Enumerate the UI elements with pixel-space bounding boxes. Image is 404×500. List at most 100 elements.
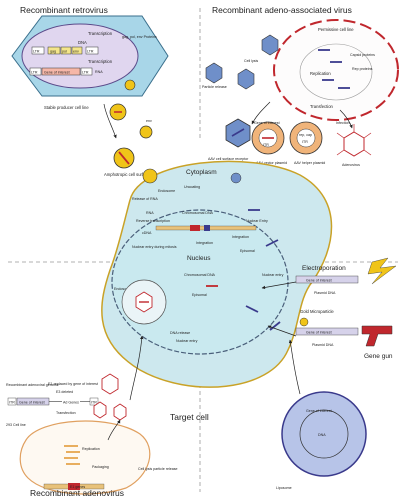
adeno-e1-label: E1-replaced by gene of interest bbox=[48, 382, 98, 386]
cytoplasm-label: Cytoplasm bbox=[186, 169, 217, 176]
retro-env: env bbox=[73, 50, 79, 54]
aav-rep-proteins-label: Rep proteins bbox=[352, 67, 373, 71]
retro-gene-of-interest: Gene of interest bbox=[44, 71, 70, 75]
liposome-label: Liposome bbox=[276, 486, 292, 490]
retro-entering-virion bbox=[113, 147, 135, 169]
aav-title: Recombinant adeno-associated virus bbox=[212, 5, 352, 15]
target-cell: Cytoplasm Nucleus Uncoating Endosome Rel… bbox=[101, 160, 333, 422]
retro-env-label: env bbox=[146, 119, 152, 123]
reverse-transcription-label: Reverse transcription bbox=[136, 219, 170, 223]
retro-ltr-3: LTR bbox=[31, 71, 38, 75]
aav-vector-plasmid-label: AAV vector plasmid bbox=[256, 161, 287, 165]
retro-stable-line: Stable producer cell line bbox=[44, 105, 89, 110]
genegun-plasmid-label: Plasmid DNA bbox=[312, 343, 334, 347]
retro-dna-label: DNA bbox=[78, 40, 87, 45]
retro-ltr-1: LTR bbox=[33, 50, 40, 54]
adeno-title: Recombinant adenovirus bbox=[30, 488, 124, 498]
aav-particle-release-label: Particle release bbox=[202, 85, 227, 89]
nuclear-entry-3-label: Nuclear entry bbox=[262, 273, 284, 277]
aav-replication-label: Replication bbox=[310, 71, 331, 76]
aav-receptor-label: AAV cell surface receptor bbox=[208, 157, 249, 161]
cell-rna-label: RNA bbox=[146, 211, 154, 215]
aav-itr-label: ITR bbox=[263, 143, 269, 147]
aav-transfection-label: Transfection bbox=[310, 104, 334, 109]
chromosomal-dna-label: Chromosomal DNA bbox=[182, 211, 214, 215]
retro-proteins-label: gag, pol, env Proteins bbox=[122, 35, 157, 39]
liposome-dna-label: DNA bbox=[318, 433, 326, 437]
gene-gun-title: Gene gun bbox=[364, 353, 393, 360]
integration-label: Integration bbox=[196, 241, 213, 245]
adeno-genome-label: Recombinant adenoviral genome bbox=[6, 383, 59, 387]
retro-budding-virion bbox=[124, 79, 136, 91]
retro-amphotropic-label: Amphotropic cell surface receptor bbox=[104, 172, 167, 177]
genegun-gene-label: Gene of interest bbox=[306, 331, 332, 335]
episomal-label: Episomal bbox=[240, 249, 255, 253]
aav-itr-label-2: ITR bbox=[302, 140, 308, 144]
adeno-cell-line-label: 293 Cell line bbox=[6, 423, 26, 427]
aav-released-particles bbox=[205, 34, 279, 148]
nucleus-label: Nucleus bbox=[187, 255, 211, 262]
cdna-label: cDNA bbox=[142, 231, 152, 235]
adeno-ad-genes-label: Ad Genes bbox=[63, 401, 79, 405]
nuclear-entry-mitosis-label: Nuclear entry during mitosis bbox=[132, 245, 177, 249]
release-rna-label: Release of RNA bbox=[132, 197, 158, 201]
aav-permissive-cell bbox=[273, 19, 399, 121]
chromosomal-dna-strand bbox=[155, 225, 257, 231]
adeno-packaging-label: Packaging bbox=[92, 465, 109, 469]
retro-transcription-label: Transcription bbox=[88, 31, 113, 36]
liposome-gene-label: Gene of interest bbox=[306, 409, 332, 413]
adeno-transfection-label: Transfection bbox=[56, 411, 76, 415]
aav-gene-label: Gene of interest bbox=[254, 121, 280, 125]
integration-label-2: Integration bbox=[232, 235, 249, 239]
adenovirus-label: Adenovirus bbox=[342, 163, 360, 167]
aav-section: Recombinant adeno-associated virus Permi… bbox=[202, 5, 399, 167]
endosome-label: Endosome bbox=[158, 189, 175, 193]
aav-rep-cap-label: rep, cap bbox=[299, 133, 312, 137]
episomal-2-label: Episomal bbox=[192, 293, 207, 297]
adenovirus-section: Recombinant adenoviral genome E1-replace… bbox=[6, 373, 178, 498]
adeno-in-endosome bbox=[121, 279, 167, 325]
adeno-293-cell bbox=[19, 420, 151, 495]
electro-plasmid-label: Plasmid DNA bbox=[314, 291, 336, 295]
retro-ltr-2: LTR bbox=[87, 50, 94, 54]
target-cell-title: Target cell bbox=[170, 412, 209, 422]
aav-capsid-label: Capsid proteins bbox=[350, 53, 375, 57]
retro-ltr-4: LTR bbox=[82, 71, 89, 75]
retro-pol: pol bbox=[62, 50, 67, 54]
lightning-bolt-icon bbox=[367, 257, 397, 285]
chromosomal-dna-2-label: Chromosomal DNA bbox=[184, 273, 216, 277]
retro-transcription-label-2: Transcription bbox=[88, 59, 113, 64]
adeno-particles bbox=[93, 373, 127, 421]
nuclear-entry-2-label: Nuclear entry bbox=[176, 339, 198, 343]
adeno-itr-1: ITR bbox=[9, 401, 15, 405]
retro-nucleus bbox=[21, 23, 139, 89]
aav-nucleus bbox=[299, 43, 373, 101]
retro-virions bbox=[109, 103, 153, 139]
aav-helper-plasmid bbox=[289, 121, 323, 155]
adeno-gene-label: Gene of interest bbox=[19, 401, 45, 405]
aav-vector-plasmid bbox=[251, 121, 285, 155]
aav-helper-plasmid-label: AAV helper plasmid bbox=[294, 161, 325, 165]
adeno-e1-genes-label: E1 genes bbox=[70, 485, 85, 489]
nuclear-entry-label: Nuclear Entry bbox=[246, 219, 268, 223]
retro-title: Recombinant retrovirus bbox=[20, 5, 108, 15]
uncoating-label: Uncoating bbox=[184, 185, 200, 189]
adeno-replication-label: Replication bbox=[82, 447, 100, 451]
adenovirus-particle bbox=[336, 124, 372, 157]
cell-vectors bbox=[142, 168, 281, 331]
dna-release-label: DNA release bbox=[170, 331, 190, 335]
electro-gene-label: Gene of interest bbox=[306, 279, 332, 283]
aav-permissive-label: Permissive cell line bbox=[318, 27, 354, 32]
electroporation-section: Electroporation Gene of interest Plasmid… bbox=[295, 257, 397, 295]
gene-gun-icon bbox=[361, 325, 393, 347]
electroporation-title: Electroporation bbox=[302, 265, 346, 272]
aav-infection-label: Infection bbox=[336, 121, 350, 125]
adeno-itr-2: ITR bbox=[91, 401, 97, 405]
gold-microparticle-label: Gold Microparticle bbox=[300, 309, 334, 314]
retro-rna-label: RNA bbox=[95, 70, 103, 74]
aav-cell-lysis-label: Cell lysis bbox=[244, 59, 258, 63]
retro-packaging-construct: LTR gag pol env LTR bbox=[31, 46, 99, 55]
liposome bbox=[281, 391, 367, 477]
retrovirus-section: Recombinant retrovirus Transcription DNA… bbox=[11, 5, 169, 177]
